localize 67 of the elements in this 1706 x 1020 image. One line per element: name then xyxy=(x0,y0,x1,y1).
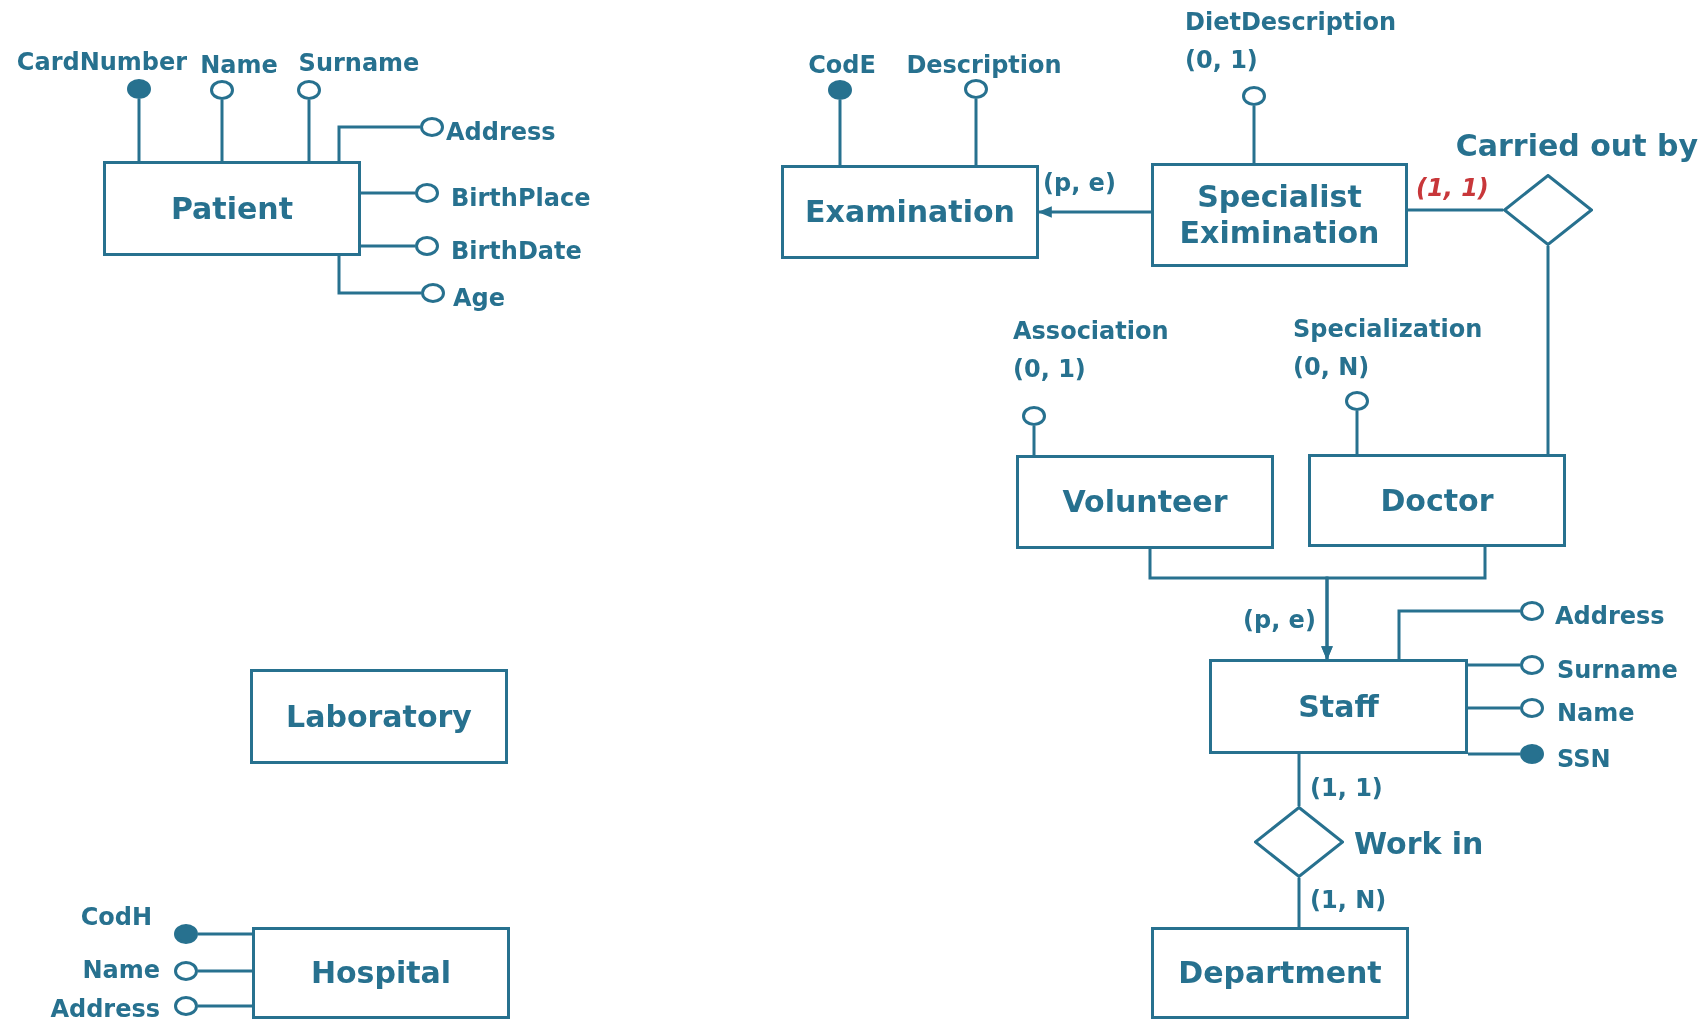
entity-name: Doctor xyxy=(1380,482,1494,519)
relationship-label: Work in xyxy=(1354,826,1484,862)
connector-line xyxy=(198,969,252,973)
attribute-label: Surname xyxy=(1557,655,1678,686)
relationship-label: Carried out by xyxy=(1455,128,1698,164)
entity-box xyxy=(1209,659,1468,754)
connector-line xyxy=(337,125,420,161)
attribute-label: Specialization xyxy=(1293,314,1483,345)
attribute-label: Address xyxy=(446,117,556,148)
entity-name: Laboratory xyxy=(286,698,472,735)
attribute-label: Age xyxy=(453,283,506,314)
entity-box xyxy=(252,927,510,1019)
entity-name: Volunteer xyxy=(1062,484,1228,520)
attribute-label: Address xyxy=(50,994,160,1020)
attribute-label: BirthDate xyxy=(451,236,582,267)
entity-name: Patient xyxy=(170,190,294,227)
arrow xyxy=(1321,547,1487,661)
entity-box xyxy=(1151,927,1409,1019)
attribute-label: SSN xyxy=(1557,744,1611,775)
connector-line xyxy=(337,256,421,295)
connector-line xyxy=(361,244,415,248)
entity-box xyxy=(1308,454,1566,547)
connector-line xyxy=(1297,878,1301,927)
attribute-label: CardNumber xyxy=(16,47,188,78)
connector-line xyxy=(1032,426,1036,455)
attribute-label: Address xyxy=(1555,601,1665,632)
entity-name: Examination xyxy=(805,194,1015,230)
connector-line xyxy=(1468,706,1520,710)
connector-line xyxy=(1408,208,1503,212)
entity-box xyxy=(1016,455,1274,549)
connector-line xyxy=(1355,411,1359,454)
connector-line xyxy=(1252,106,1256,163)
attribute-label: DietDescription xyxy=(1185,7,1397,38)
entity-name: Specialist Eximination xyxy=(1178,179,1381,251)
attribute-label: Name xyxy=(82,955,160,986)
connector-line xyxy=(974,99,978,165)
attribute-label: BirthPlace xyxy=(451,183,591,214)
attribute-label: Association xyxy=(1013,316,1169,347)
entity-box xyxy=(103,161,361,256)
connector-line xyxy=(838,100,842,165)
attribute-label: Name xyxy=(200,50,278,81)
entity-name: Staff xyxy=(1298,688,1379,725)
entity-box xyxy=(781,165,1039,259)
connector-line xyxy=(307,100,311,161)
connector-line xyxy=(361,191,415,195)
cardinality-label: (0, 1) xyxy=(1185,45,1259,76)
connector-line xyxy=(1468,663,1520,667)
connector-line xyxy=(1397,609,1520,659)
entity-name: Hospital xyxy=(310,955,452,991)
attribute-label: Surname xyxy=(298,48,420,79)
arrow xyxy=(1037,206,1151,218)
attribute-label: Name xyxy=(1557,698,1635,729)
attribute-label: CodH xyxy=(80,902,152,933)
connector-line xyxy=(198,932,252,936)
entity-name: Department xyxy=(1178,955,1382,991)
connector-line xyxy=(1468,752,1520,756)
connector-line xyxy=(1546,246,1550,454)
attribute-label: Description xyxy=(906,50,1062,81)
connector-line xyxy=(220,100,224,161)
entity-box xyxy=(1151,163,1408,267)
connector-line xyxy=(198,1004,252,1008)
cardinality-label: (0, 1) xyxy=(1013,354,1087,385)
connector-line xyxy=(137,99,141,161)
entity-box xyxy=(250,669,508,764)
cardinality-label: (0, N) xyxy=(1293,352,1371,383)
attribute-label: CodE xyxy=(808,50,876,81)
connector-line xyxy=(1297,754,1301,806)
